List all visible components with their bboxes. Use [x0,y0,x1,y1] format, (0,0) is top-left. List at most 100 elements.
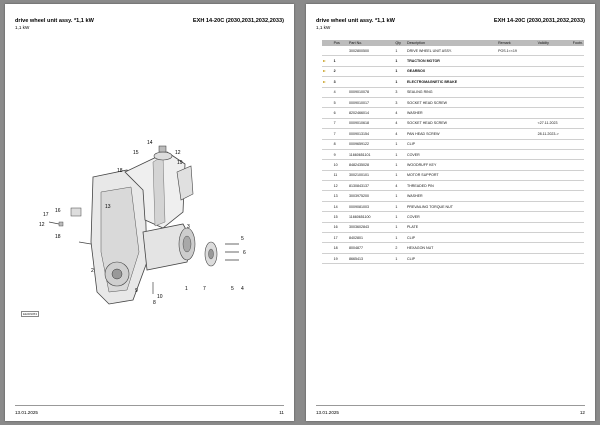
cell-remark [497,107,537,119]
cell-pos: 11 [332,170,349,182]
assembly-flag-icon[interactable] [323,70,326,73]
cell-part: 3002800500 [348,46,395,57]
cell-foot [571,87,584,98]
callout-label: 5 [241,236,244,242]
cell-desc: SEALING RING [406,87,498,98]
cell-part: 0009010017 [348,97,395,109]
parts-table-header: Pos Part No. Qty Description Remark Vali… [322,40,584,46]
cell-desc: HEXAGON NUT [406,242,498,254]
cell-desc: WOODRUFF KEY [406,159,498,171]
cell-foot [571,232,584,244]
callout-label: 17 [43,212,49,218]
cell-desc: ELECTROMAGNETIC BRAKE [406,76,498,88]
cell-validity [536,46,572,57]
cell-qty: 1 [394,232,406,244]
cell-pos: 2 [332,66,349,78]
cell-pos: 9 [332,149,349,161]
cell-part: 3003975200 [348,190,395,202]
cell-part: 0009010078 [348,87,395,98]
cell-part [348,55,395,67]
cell-desc: SOCKET HEAD SCREW [406,118,498,130]
cell-part: 0009013154 [348,128,395,140]
cell-part: 8130843137 [348,180,395,192]
page-number: 12 [579,410,585,415]
callout-label: 6 [243,250,246,256]
cell-remark [497,149,537,161]
page-title: drive wheel unit assy. *1,1 kW [15,18,94,24]
cell-qty: 1 [394,159,406,171]
cell-qty: 4 [394,107,406,119]
footer-date: 13.01.2025 [316,410,339,415]
cell-qty: 1 [394,66,406,78]
cell-qty: 1 [394,149,406,161]
cell-foot [571,46,584,57]
cell-desc: COVER [406,211,498,223]
column-header: Qty [394,40,406,46]
mounting-bracket [176,165,194,201]
cell-foot [571,190,584,202]
cell-remark: POS.1<<19 [497,46,537,57]
column-header: Footn. [571,40,584,46]
callout-label: 10 [157,294,163,300]
cell-pos: 13 [332,190,349,202]
cell-qty: 3 [394,87,406,98]
cell-part: 3003602843 [348,222,395,234]
callout-label: 3 [187,224,190,230]
cell-foot [571,159,584,171]
cell-pos [332,46,349,57]
cell-desc: WASHER [406,107,498,119]
assembly-flag-icon[interactable] [323,60,326,63]
cell-desc: SOCKET HEAD SCREW [406,97,498,109]
assembly-flag-icon[interactable] [323,80,326,83]
cell-qty: 1 [394,222,406,234]
cell-desc: CLIP [406,253,498,265]
column-header: Validity [536,40,572,46]
cell-foot [571,118,584,130]
page-left: drive wheel unit assy. *1,1 kW 1,1 kW EX… [5,4,294,421]
cell-pos: 7 [332,118,349,130]
cell-qty: 1 [394,55,406,67]
cell-foot [571,55,584,67]
cell-part: 0009081003 [348,201,395,213]
cell-part: 3002100101 [348,170,395,182]
cell-qty: 3 [394,97,406,109]
cell-validity [536,66,572,78]
cell-validity: 28.11.2023-> [536,128,572,140]
cell-pos: 12 [332,180,349,192]
cell-part: 11660651100 [348,211,395,223]
cell-part [348,66,395,78]
footer-date: 13.01.2025 [15,410,38,415]
cell-foot [571,66,584,78]
cell-part: 0009659122 [348,139,395,150]
plate-part [70,207,82,217]
cell-remark [497,159,537,171]
cell-validity [536,107,572,119]
cell-validity [536,201,572,213]
cell-foot [571,76,584,88]
cell-validity [536,232,572,244]
callout-label: 5 [231,286,234,292]
cell-foot [571,211,584,223]
callout-label: 12 [39,222,45,228]
